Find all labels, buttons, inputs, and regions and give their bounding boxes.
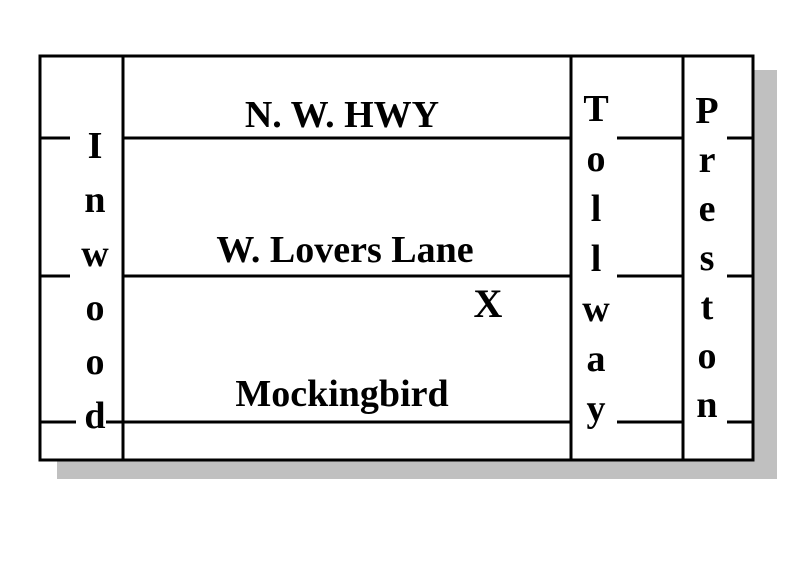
inwood-letter: o xyxy=(86,341,105,383)
tollway-letter: T xyxy=(583,88,608,130)
map-border xyxy=(38,54,755,462)
inwood-letter: d xyxy=(84,395,105,437)
inwood-letter: n xyxy=(84,179,105,221)
preston-letter: n xyxy=(696,384,717,426)
tollway-letter: a xyxy=(587,338,606,380)
preston-letter: o xyxy=(698,335,717,377)
tollway-letter: o xyxy=(587,138,606,180)
preston-letter: s xyxy=(700,237,715,279)
preston-letter: t xyxy=(701,286,714,328)
preston-letter: r xyxy=(699,139,716,181)
preston-letter: P xyxy=(695,90,718,132)
preston-letter: e xyxy=(699,188,716,230)
tollway-letter: l xyxy=(591,238,602,280)
tollway-letter: w xyxy=(582,288,610,330)
tollway-letter: l xyxy=(591,188,602,230)
tollway-letter: y xyxy=(587,388,606,430)
inwood-letter: I xyxy=(88,125,103,167)
label-nw-hwy: N. W. HWY xyxy=(245,94,439,136)
label-mockingbird: Mockingbird xyxy=(235,373,448,415)
inwood-letter: o xyxy=(86,287,105,329)
inwood-letter: w xyxy=(81,233,109,275)
label-lovers-lane: W. Lovers Lane xyxy=(216,229,473,271)
location-marker: X xyxy=(474,281,503,326)
